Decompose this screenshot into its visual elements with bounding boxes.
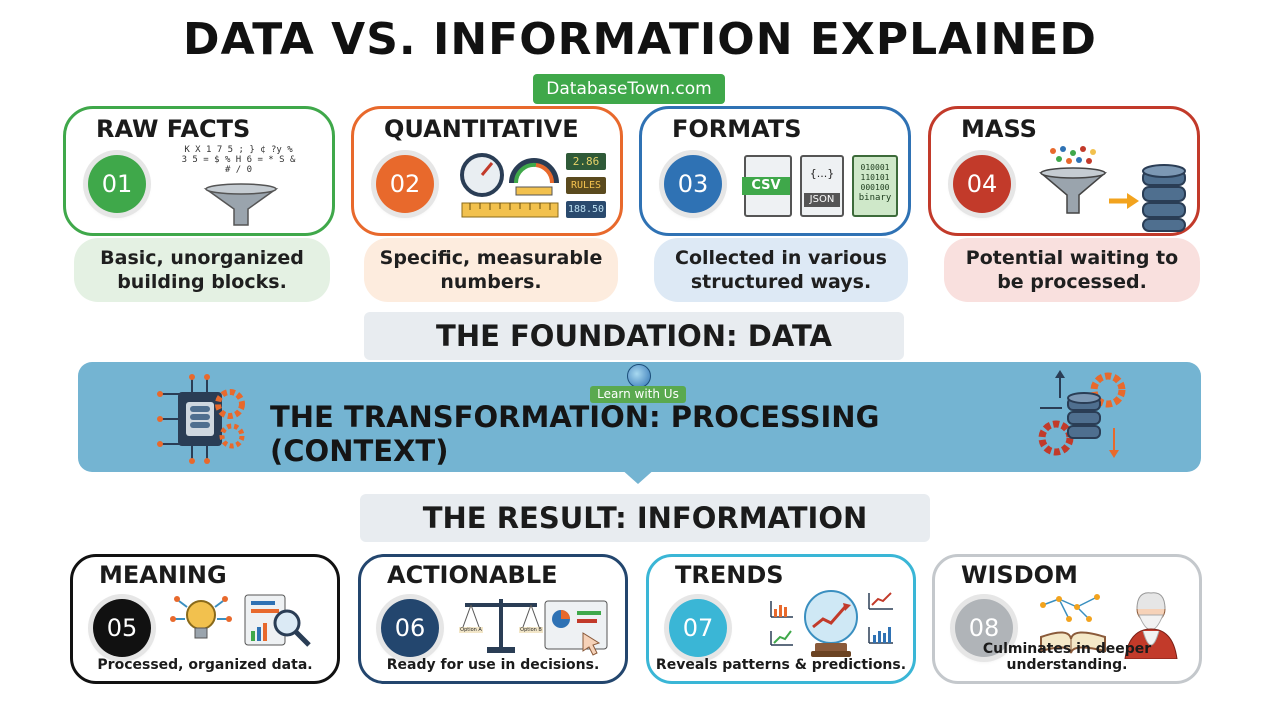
readout-1: 2.86 (566, 153, 606, 170)
number-badge: 04 (953, 155, 1011, 213)
lightbulb-icon (169, 591, 319, 655)
number-badge: 03 (664, 155, 722, 213)
database-icon (1031, 143, 1191, 233)
json-label: JSON (804, 193, 840, 207)
binary-row: 010001 (860, 163, 890, 172)
desc-formats: Collected in various structured ways. (654, 238, 908, 302)
desc-raw-facts: Basic, unorganized building blocks. (74, 238, 330, 302)
site-badge[interactable]: DatabaseTown.com (533, 74, 725, 104)
scales-icon: Option A Option B (457, 593, 617, 657)
funnel-icon: K X 1 7 5 ; } ¢ ?y % 3 5 = $ % H 6 = * S… (176, 145, 306, 230)
binary-label: binary (858, 193, 892, 203)
card-wisdom: WISDOM 08 Culminates in deeper understan… (932, 554, 1202, 684)
desc-quantitative: Specific, measurable numbers. (364, 238, 618, 302)
card-formats: FORMATS 03 CSV {...} JSON 010001 110101 … (639, 106, 911, 236)
learn-badge[interactable]: Learn with Us (590, 386, 686, 403)
file-formats-icon: CSV {...} JSON 010001 110101 000100 bina… (742, 151, 902, 221)
json-file-icon: {...} JSON (800, 155, 844, 217)
card-title: MASS (961, 115, 1037, 143)
result-label: THE RESULT: INFORMATION (360, 494, 930, 542)
card-meaning: MEANING 05 Processed, organized data. (70, 554, 340, 684)
readout-2: RULES (566, 177, 606, 194)
csv-file-icon: CSV (742, 155, 792, 217)
number-badge: 01 (88, 155, 146, 213)
card-trends: TRENDS 07 Reveals patterns & predictions… (646, 554, 916, 684)
processor-icon (152, 374, 248, 464)
card-raw-facts: RAW FACTS 01 K X 1 7 5 ; } ¢ ?y % 3 5 = … (63, 106, 335, 236)
binary-row: 000100 (860, 183, 890, 192)
number-badge: 06 (381, 599, 439, 657)
card-title: RAW FACTS (96, 115, 251, 143)
csv-label: CSV (742, 177, 790, 195)
gears-database-icon (1030, 368, 1130, 464)
json-braces: {...} (809, 167, 835, 180)
page-title: DATA VS. INFORMATION EXPLAINED (183, 14, 1097, 65)
card-title: TRENDS (675, 561, 784, 589)
number-badge: 07 (669, 599, 727, 657)
number-badge: 02 (376, 155, 434, 213)
option-b-label: Option B (519, 627, 543, 633)
transformation-label: THE TRANSFORMATION: PROCESSING (CONTEXT) (270, 400, 880, 468)
globe-icon (627, 364, 651, 388)
raw-glyphs: K X 1 7 5 ; } ¢ ?y % 3 5 = $ % H 6 = * S… (181, 145, 296, 175)
card-title: MEANING (99, 561, 227, 589)
card-title: WISDOM (961, 561, 1078, 589)
card-desc: Ready for use in decisions. (386, 657, 600, 673)
band-pointer-icon (620, 468, 656, 484)
desc-mass: Potential waiting to be processed. (944, 238, 1200, 302)
readout-3: 188.50 (566, 201, 606, 218)
card-desc: Processed, organized data. (97, 657, 313, 673)
gauge-icon: 2.86 RULES 188.50 (458, 149, 618, 229)
sage-icon (1033, 589, 1193, 660)
card-title: FORMATS (672, 115, 802, 143)
card-desc: Reveals patterns & predictions. (655, 657, 907, 673)
crystal-ball-icon (767, 587, 907, 661)
number-badge: 05 (93, 599, 151, 657)
card-title: QUANTITATIVE (384, 115, 579, 143)
card-actionable: ACTIONABLE 06 Option A Option B Ready fo… (358, 554, 628, 684)
card-quantitative: QUANTITATIVE 02 2.86 RULES 188.50 (351, 106, 623, 236)
binary-file-icon: 010001 110101 000100 binary (852, 155, 898, 217)
card-title: ACTIONABLE (387, 561, 558, 589)
option-a-label: Option A (459, 627, 483, 633)
binary-row: 110101 (860, 173, 890, 182)
card-desc: Culminates in deeper understanding. (982, 641, 1152, 673)
card-mass: MASS 04 (928, 106, 1200, 236)
number-badge: 08 (955, 599, 1013, 657)
foundation-label: THE FOUNDATION: DATA (364, 312, 904, 360)
